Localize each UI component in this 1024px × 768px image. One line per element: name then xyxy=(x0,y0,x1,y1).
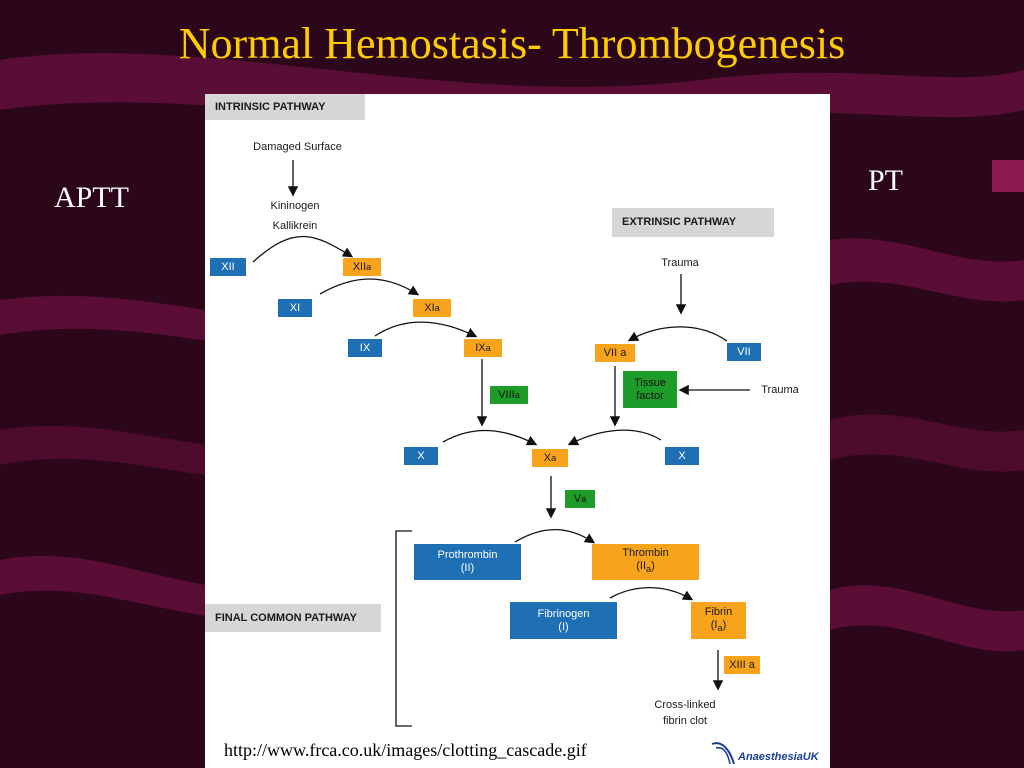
source-url[interactable]: http://www.frca.co.uk/images/clotting_ca… xyxy=(224,740,587,760)
logo-swoosh-icon xyxy=(708,738,830,768)
prothrombin-box: Prothrombin (II) xyxy=(414,544,521,580)
damaged-surface-label: Damaged Surface xyxy=(253,141,342,153)
tissue-factor: Tissue factor xyxy=(623,371,677,408)
cascade-arrows xyxy=(252,160,750,727)
end-product-line2: fibrin clot xyxy=(662,715,708,727)
thrombin-box: Thrombin (IIa) xyxy=(592,544,699,580)
factor-xiiia: XIII a xyxy=(724,656,760,674)
anaesthesia-uk-logo: AnaesthesiaUK xyxy=(708,738,830,768)
intrinsic-pathway-header: INTRINSIC PATHWAY xyxy=(205,94,365,120)
aptt-label: APTT xyxy=(54,181,129,214)
kallikrein-label: Kallikrein xyxy=(272,220,318,232)
final-common-pathway-header: FINAL COMMON PATHWAY xyxy=(205,604,381,632)
trauma-side-label: Trauma xyxy=(761,384,799,396)
coagulation-cascade-diagram: INTRINSIC PATHWAY EXTRINSIC PATHWAY FINA… xyxy=(205,94,830,768)
pt-label: PT xyxy=(868,164,904,197)
factor-x-right: X xyxy=(665,447,699,465)
factor-xi: XI xyxy=(278,299,312,317)
logo-text: AnaesthesiaUK xyxy=(738,751,819,763)
extrinsic-pathway-header: EXTRINSIC PATHWAY xyxy=(612,208,774,237)
factor-vii: VII xyxy=(727,343,761,361)
end-product-line1: Cross-linked xyxy=(654,699,716,711)
factor-x-left: X xyxy=(404,447,438,465)
factor-viia: VII a xyxy=(595,344,635,362)
kininogen-label: Kininogen xyxy=(270,200,320,212)
factor-ix: IX xyxy=(348,339,382,357)
trauma-top-label: Trauma xyxy=(661,257,699,269)
factor-xii: XII xyxy=(210,258,246,276)
fibrinogen-box: Fibrinogen (I) xyxy=(510,602,617,639)
slide-title: Normal Hemostasis- Thrombogenesis xyxy=(178,19,846,68)
fibrin-box: Fibrin (Ia) xyxy=(691,602,746,639)
